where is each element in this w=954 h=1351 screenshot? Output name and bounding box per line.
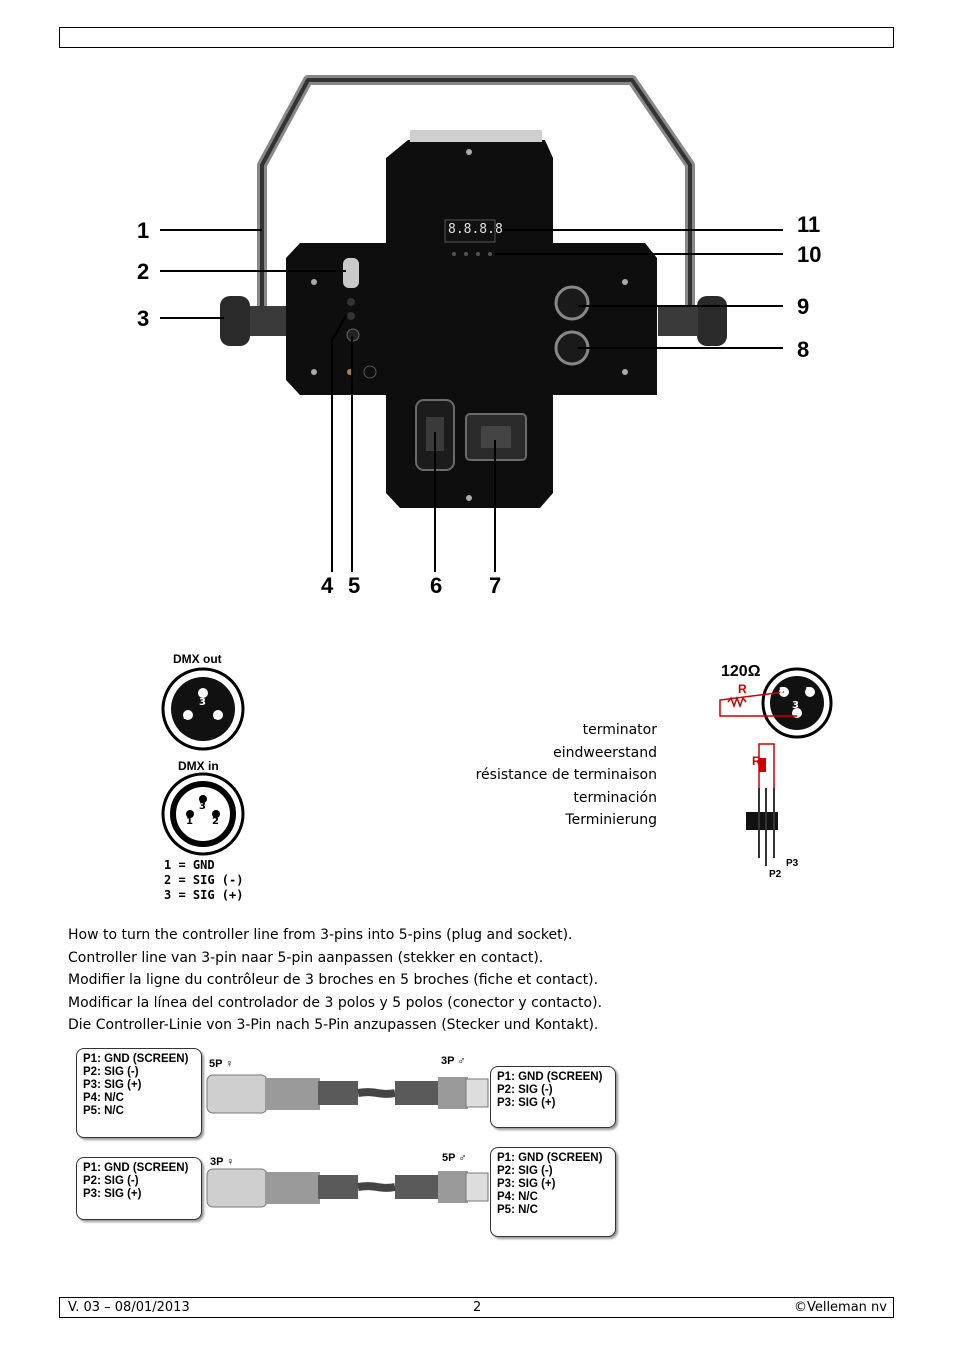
left-knob bbox=[220, 296, 250, 346]
legend-line: 2 = SIG (-) bbox=[164, 873, 244, 887]
dmx-out-pin-2: 2 bbox=[183, 711, 190, 722]
instruction-line: Controller line van 3-pin naar 5-pin aan… bbox=[68, 949, 544, 966]
page-header-box bbox=[59, 27, 894, 48]
terminator-pin-3-label: 3 bbox=[792, 700, 799, 711]
terminator-pin-2-label: 2 bbox=[779, 686, 786, 697]
legend-line: 3 = SIG (+) bbox=[164, 888, 244, 902]
term-line: résistance de terminaison bbox=[475, 767, 657, 783]
callout-4: 4 bbox=[321, 573, 334, 598]
pin-line: P1: GND (SCREEN) bbox=[83, 1162, 189, 1174]
cable-bottom bbox=[206, 1168, 489, 1208]
footer-page-number: 2 bbox=[473, 1300, 482, 1315]
legend-line: 1 = GND bbox=[164, 858, 215, 872]
callout-6: 6 bbox=[430, 573, 443, 598]
callout-10: 10 bbox=[797, 242, 822, 267]
right-knob bbox=[697, 296, 727, 346]
pin-line: P3: SIG (+) bbox=[83, 1188, 142, 1200]
cable-top-right-pins: P1: GND (SCREEN) P2: SIG (-) P3: SIG (+) bbox=[490, 1066, 616, 1128]
terminator-r-label: R bbox=[738, 682, 747, 696]
dmx-in-title: DMX in bbox=[178, 759, 219, 773]
pin-line: P5: N/C bbox=[497, 1204, 538, 1216]
dmx-in-pin-1: 1 bbox=[186, 816, 193, 827]
footer-version: V. 03 – 08/01/2013 bbox=[68, 1300, 190, 1315]
pin-line: P3: SIG (+) bbox=[497, 1178, 556, 1190]
terminator-r2-label: R bbox=[752, 754, 761, 768]
terminator-p3: P3 bbox=[786, 858, 799, 869]
display-readout: 8.8.8.8 bbox=[448, 222, 503, 237]
pin-line: P5: N/C bbox=[83, 1105, 124, 1117]
dmx-out-pin-1: 1 bbox=[213, 711, 220, 722]
cable-top-right-label: 3P ♂ bbox=[441, 1055, 466, 1067]
dmx-out-title: DMX out bbox=[173, 652, 222, 666]
cable-instructions: How to turn the controller line from 3-p… bbox=[68, 924, 602, 1037]
pin-line: P1: GND (SCREEN) bbox=[497, 1071, 603, 1083]
pin-line: P2: SIG (-) bbox=[497, 1165, 553, 1177]
footer-copyright: ©Velleman nv bbox=[793, 1300, 887, 1315]
terminator-p2: P2 bbox=[769, 869, 782, 880]
term-line: eindweerstand bbox=[553, 744, 657, 761]
pin-line: P4: N/C bbox=[497, 1191, 538, 1203]
dmx-in-pin-2: 2 bbox=[212, 816, 219, 827]
pin-line: P2: SIG (-) bbox=[497, 1084, 553, 1096]
term-line: terminación bbox=[573, 789, 657, 806]
callout-11: 11 bbox=[797, 212, 821, 237]
cable-bottom-right-label: 5P ♂ bbox=[442, 1152, 467, 1164]
terminator-translations: terminator eindweerstand résistance de t… bbox=[476, 719, 657, 832]
cable-top bbox=[206, 1074, 489, 1114]
instruction-line: Die Controller-Linie von 3-Pin nach 5-Pi… bbox=[68, 1017, 599, 1033]
instruction-line: How to turn the controller line from 3-p… bbox=[68, 927, 573, 943]
device-body bbox=[286, 140, 657, 508]
dmx-in-pin-3: 3 bbox=[199, 801, 206, 812]
cable-top-left-pins: P1: GND (SCREEN) P2: SIG (-) P3: SIG (+)… bbox=[76, 1048, 202, 1138]
page-footer: V. 03 – 08/01/2013 2 ©Velleman nv bbox=[59, 1297, 894, 1318]
callout-9: 9 bbox=[797, 294, 810, 319]
instruction-line: Modificar la línea del controlador de 3 … bbox=[68, 994, 603, 1011]
pin-line: P2: SIG (-) bbox=[83, 1175, 139, 1187]
callout-2: 2 bbox=[137, 259, 150, 284]
pin-line: P2: SIG (-) bbox=[83, 1066, 139, 1078]
callout-5: 5 bbox=[348, 573, 361, 598]
callout-7: 7 bbox=[489, 573, 502, 598]
term-line: Terminierung bbox=[565, 812, 657, 828]
terminator-ohms: 120Ω bbox=[721, 663, 761, 680]
pin-line: P4: N/C bbox=[83, 1092, 124, 1104]
pin-line: P3: SIG (+) bbox=[83, 1079, 142, 1091]
instruction-line: Modifier la ligne du contrôleur de 3 bro… bbox=[68, 972, 599, 988]
dmx-out-pin-3: 3 bbox=[199, 697, 206, 708]
cable-bottom-right-pins: P1: GND (SCREEN) P2: SIG (-) P3: SIG (+)… bbox=[490, 1147, 616, 1237]
pin-line: P1: GND (SCREEN) bbox=[83, 1053, 189, 1065]
callout-1: 1 bbox=[137, 218, 150, 243]
terminator-pin-1-label: 1 bbox=[805, 686, 812, 697]
callout-3: 3 bbox=[137, 306, 150, 331]
dmx-out-socket bbox=[554, 285, 590, 321]
cable-top-left-label: 5P ♀ bbox=[209, 1058, 234, 1070]
cable-bottom-left-pins: P1: GND (SCREEN) P2: SIG (-) P3: SIG (+) bbox=[76, 1157, 202, 1220]
callout-8: 8 bbox=[797, 337, 810, 362]
pin-line: P1: GND (SCREEN) bbox=[497, 1152, 603, 1164]
pin-line: P3: SIG (+) bbox=[497, 1097, 556, 1109]
dmx-pin-legend: 1 = GND 2 = SIG (-) 3 = SIG (+) bbox=[164, 858, 243, 903]
cable-bottom-left-label: 3P ♀ bbox=[210, 1156, 235, 1168]
fuse-holder bbox=[343, 258, 359, 288]
term-line: terminator bbox=[582, 722, 657, 738]
